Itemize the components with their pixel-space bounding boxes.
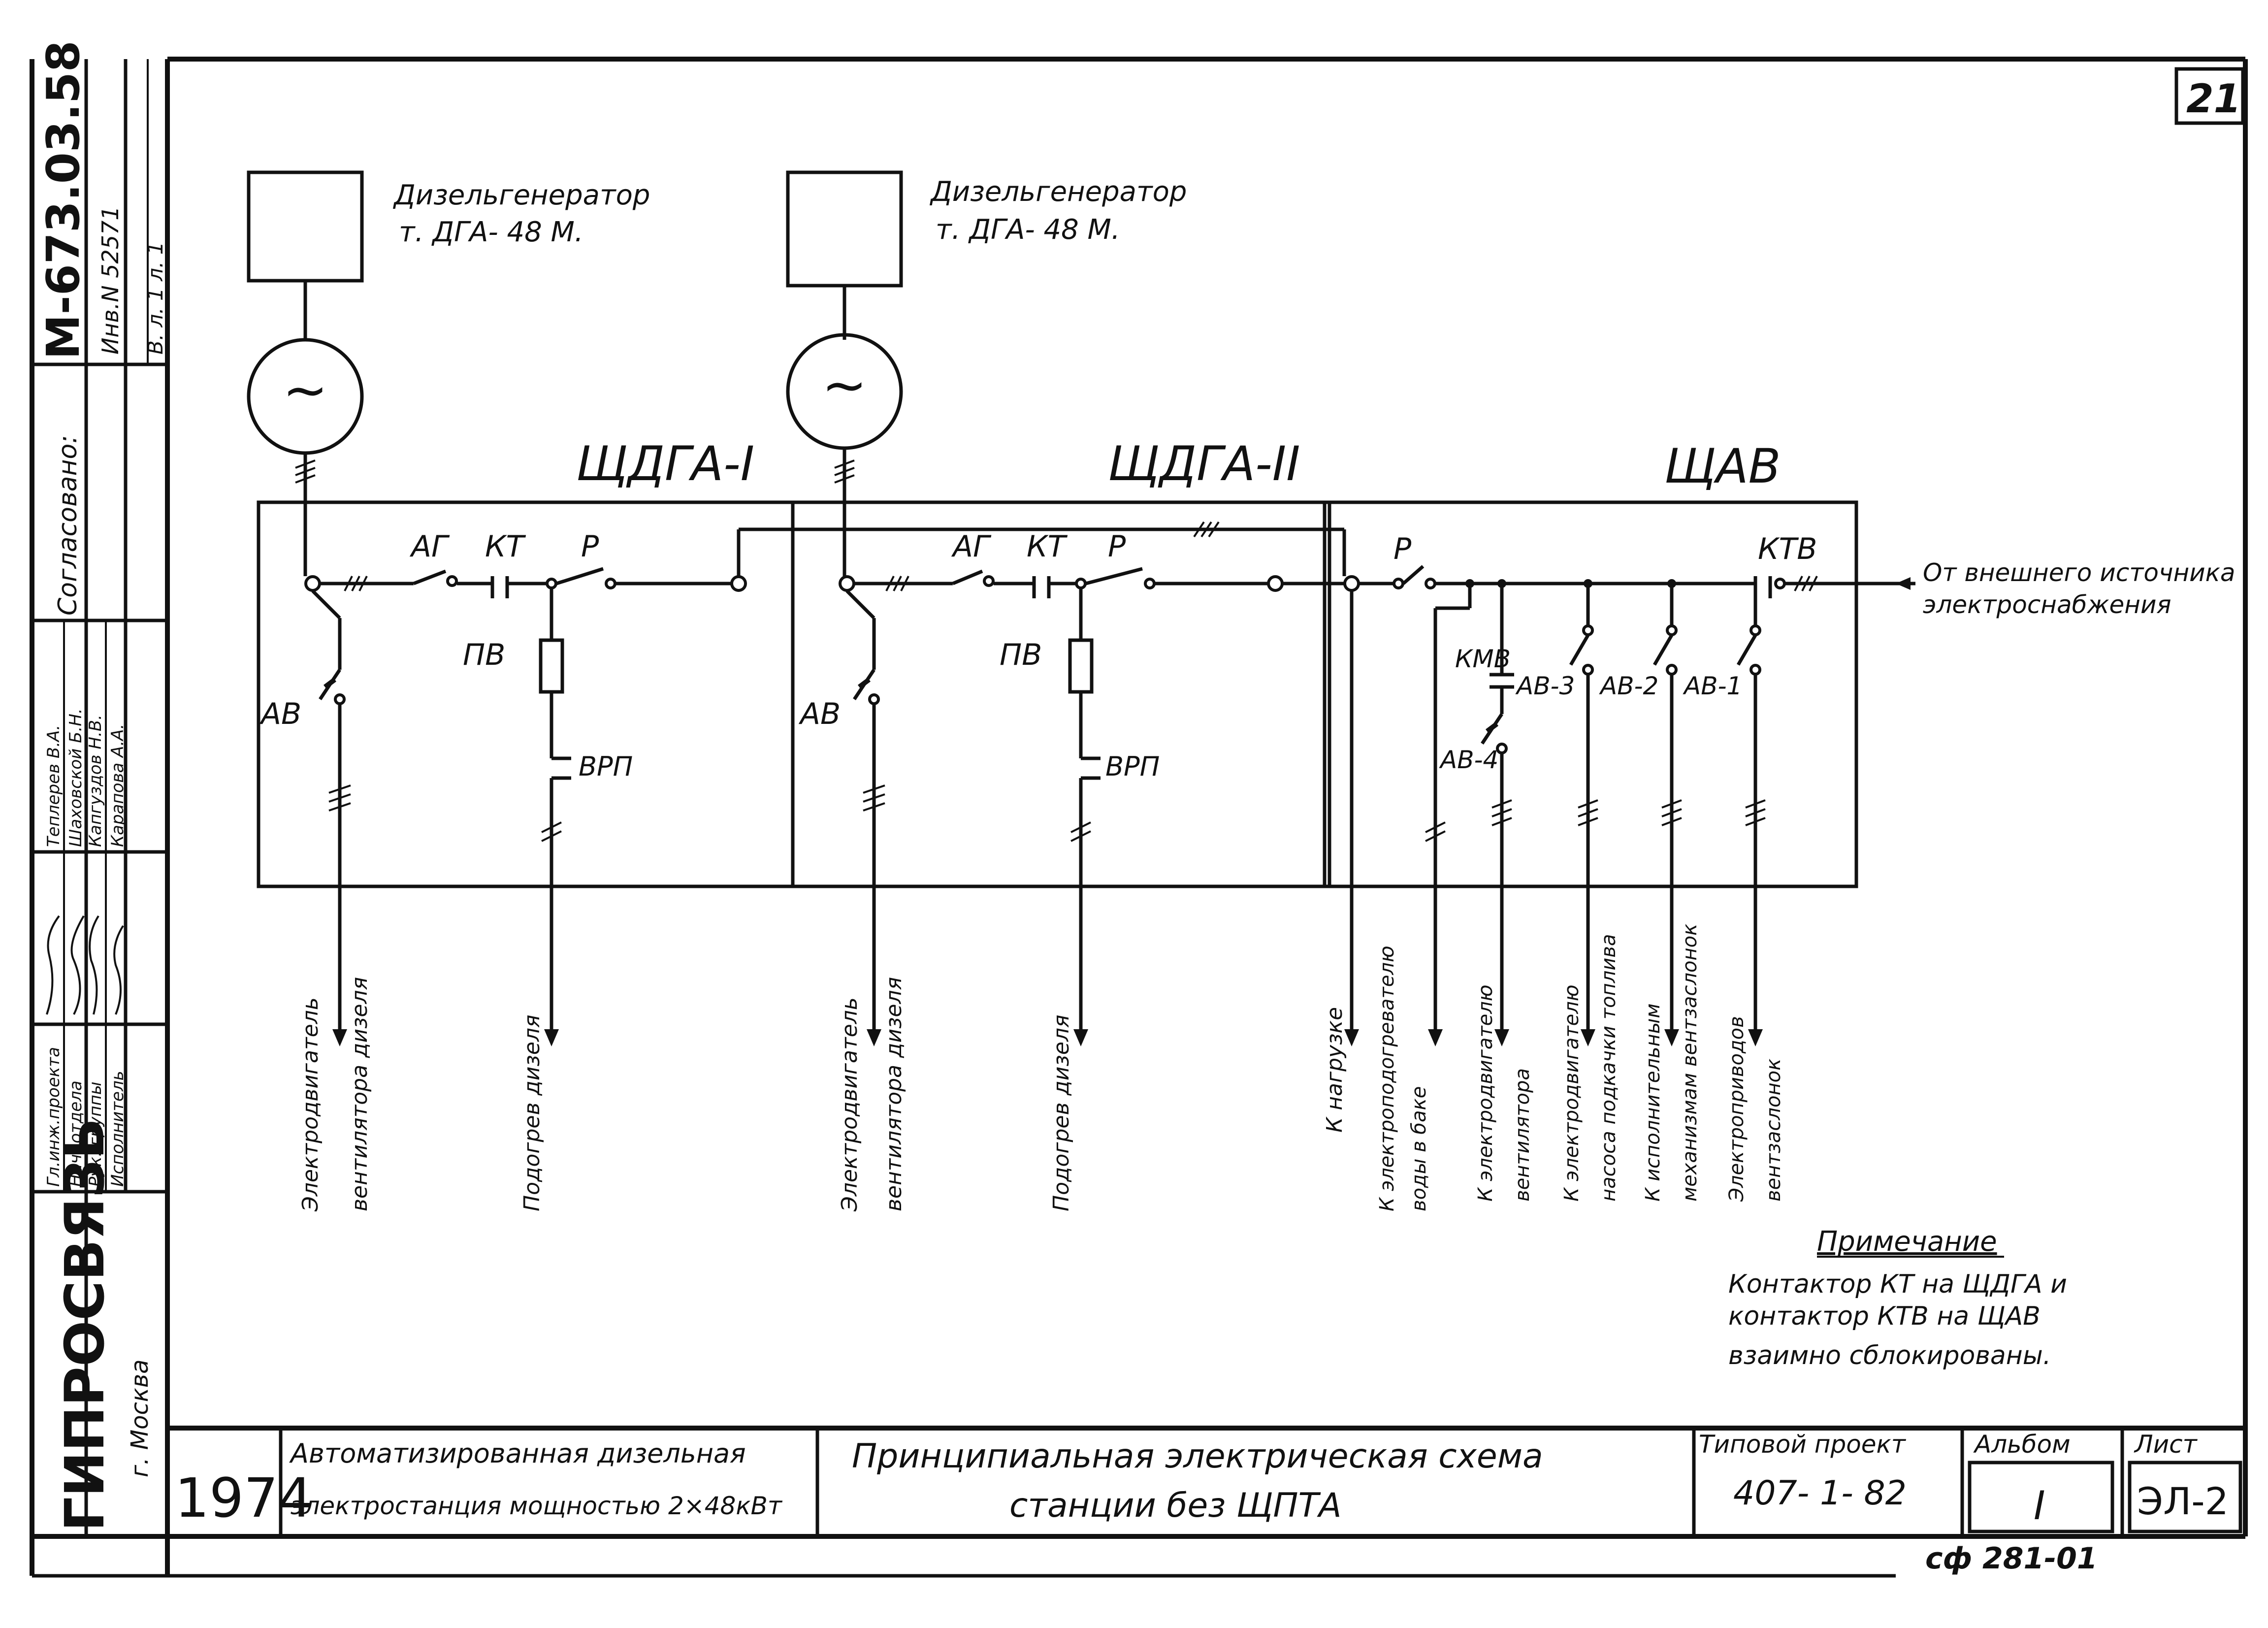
label-av3: АВ-3 [1515, 672, 1575, 700]
note-line-2: контактор КТВ на ЩАВ [1728, 1302, 2041, 1331]
out-vent-a: К электродвигателю [1474, 985, 1497, 1202]
label-av2: АВ-2 [1599, 672, 1658, 700]
org-city: г. Москва [126, 1359, 154, 1477]
title-block: 1974 Автоматизированная дизельная электр… [167, 1426, 2245, 1576]
out-pump-a: К электродвигателю [1560, 985, 1583, 1202]
out-valve-b: вентзаслонок [1762, 1059, 1785, 1202]
external-source-line-1: От внешнего источника [1923, 558, 2236, 587]
side-stamp: М-673.03.58 Инв.N 52571 В. л. 1 л. 1 Сог… [32, 40, 167, 1536]
label-r-2: Р [1108, 529, 1126, 564]
external-source-line-2: электроснабжения [1923, 590, 2171, 619]
role-1: Гл.инж.проекта [44, 1047, 64, 1187]
sheet-ref: В. л. 1 л. 1 [143, 242, 167, 355]
out-heat2: Подогрев дизеля [1049, 1015, 1074, 1211]
drawing-frame [30, 57, 2248, 1578]
panel-1-wiring [295, 453, 1346, 1046]
generator-2-tilde: ~ [822, 354, 867, 417]
year: 1974 [175, 1466, 313, 1530]
out-load: К нагрузке [1322, 1007, 1347, 1133]
panel-enclosures [257, 500, 1858, 888]
footer-code: сф 281-01 [1925, 1541, 2098, 1576]
name-3: Капгуздов Н.В. [86, 715, 105, 847]
object-line-2: электростанция мощностью 2×48кВт [291, 1492, 783, 1520]
name-2: Шаховской Б.Н. [66, 708, 86, 847]
label-av-1: АВ [259, 697, 301, 731]
out-tank-b: воды в баке [1408, 1086, 1430, 1211]
label-kt-1: КТ [485, 529, 526, 564]
label-pv-1: ПВ [463, 638, 505, 672]
generator-1-tilde: ~ [283, 358, 328, 422]
out-fan2-b: вентилятора дизеля [881, 977, 907, 1211]
out-fan2-a: Электродвигатель [837, 997, 862, 1212]
label-pv-2: ПВ [1000, 638, 1042, 672]
out-tank-a: К электроподогревателю [1376, 945, 1398, 1211]
panel-3-title: ЩАВ [1664, 439, 1781, 494]
org-name: ГИПРОСВЯЗЬ [53, 1118, 116, 1531]
sheet-value: ЭЛ-2 [2137, 1479, 2229, 1523]
note-title: Примечание [1817, 1226, 1997, 1258]
label-kt-2: КТ [1027, 529, 1068, 564]
approved-label: Согласовано: [53, 435, 83, 616]
label-kmv: КМВ [1455, 645, 1511, 673]
name-1: Теплерев В.А. [44, 725, 64, 847]
out-mech-b: механизмам вентзаслонок [1679, 924, 1701, 1202]
note: Примечание Контактор КТ на ЩДГА и контак… [1728, 1226, 2067, 1370]
output-labels: Электродвигатель вентилятора дизеля Подо… [298, 924, 1785, 1212]
out-pump-b: насоса подкачки топлива [1597, 934, 1620, 1202]
generator-2-label-1: Дизельгенератор [929, 176, 1187, 208]
name-4: Карапова А.А. [108, 724, 128, 847]
out-mech-a: К исполнительным [1642, 1004, 1664, 1202]
out-fan1-b: вентилятора дизеля [347, 977, 372, 1211]
signatures [46, 915, 124, 1015]
out-vent-b: вентилятора [1511, 1068, 1534, 1202]
out-fan1-a: Электродвигатель [298, 997, 323, 1212]
sheet-label: Лист [2134, 1430, 2198, 1459]
label-r-3: Р [1393, 532, 1412, 566]
panel-3-wiring [1344, 565, 1915, 1046]
out-valve-a: Электроприводов [1725, 1016, 1748, 1202]
generator-1: ~ Дизельгенератор т. ДГА- 48 М. [247, 170, 650, 455]
diesel-engine-2 [786, 170, 903, 288]
label-vrp-1: ВРП [579, 751, 633, 782]
album-value: I [2034, 1483, 2045, 1529]
diesel-engine-1 [247, 170, 364, 283]
panel-2-title: ЩДГА-II [1108, 436, 1300, 491]
project-label: Типовой проект [1699, 1430, 1907, 1459]
note-line-1: Контактор КТ на ЩДГА и [1728, 1270, 2067, 1299]
label-av4: АВ-4 [1439, 746, 1498, 774]
generator-1-label-1: Дизельгенератор [392, 179, 650, 211]
panel-1-title: ЩДГА-I [576, 436, 754, 491]
label-vrp-2: ВРП [1105, 751, 1160, 782]
role-2: Нач. отдела [66, 1080, 86, 1187]
role-3: Рук. группы [86, 1081, 105, 1187]
project-value: 407- 1- 82 [1733, 1474, 1907, 1513]
generator-2-label-2: т. ДГА- 48 М. [936, 214, 1120, 246]
object-line-1: Автоматизированная дизельная [289, 1438, 746, 1469]
generator-1-label-2: т. ДГА- 48 М. [399, 216, 583, 248]
label-ag-1: АГ [409, 529, 450, 564]
sheet-number: 21 [2186, 76, 2241, 122]
title-line-2: станции без ЩПТА [1009, 1486, 1342, 1525]
role-4: Исполнитель [108, 1071, 128, 1187]
album-label: Альбом [1973, 1430, 2071, 1459]
inv-number: Инв.N 52571 [97, 206, 124, 355]
generator-2: ~ Дизельгенератор т. ДГА- 48 М. [786, 170, 1187, 450]
label-av-2: АВ [798, 697, 841, 731]
note-line-3: взаимно сблокированы. [1728, 1341, 2051, 1370]
label-av1: АВ-1 [1683, 672, 1742, 700]
device-labels: АГ КТ Р ПВ ВРП АВ АГ КТ Р ПВ ВРП АВ Р КТ… [259, 529, 1817, 782]
panel-2-wiring [834, 448, 1360, 1046]
out-heat1: Подогрев дизеля [519, 1015, 545, 1211]
label-ktv: КТВ [1758, 532, 1817, 566]
doc-number: М-673.03.58 [37, 40, 90, 359]
title-line-1: Принципиальная электрическая схема [852, 1437, 1543, 1476]
label-r-1: Р [581, 529, 599, 564]
label-ag-2: АГ [951, 529, 992, 564]
sheet-number-box: 21 [2174, 67, 2245, 125]
